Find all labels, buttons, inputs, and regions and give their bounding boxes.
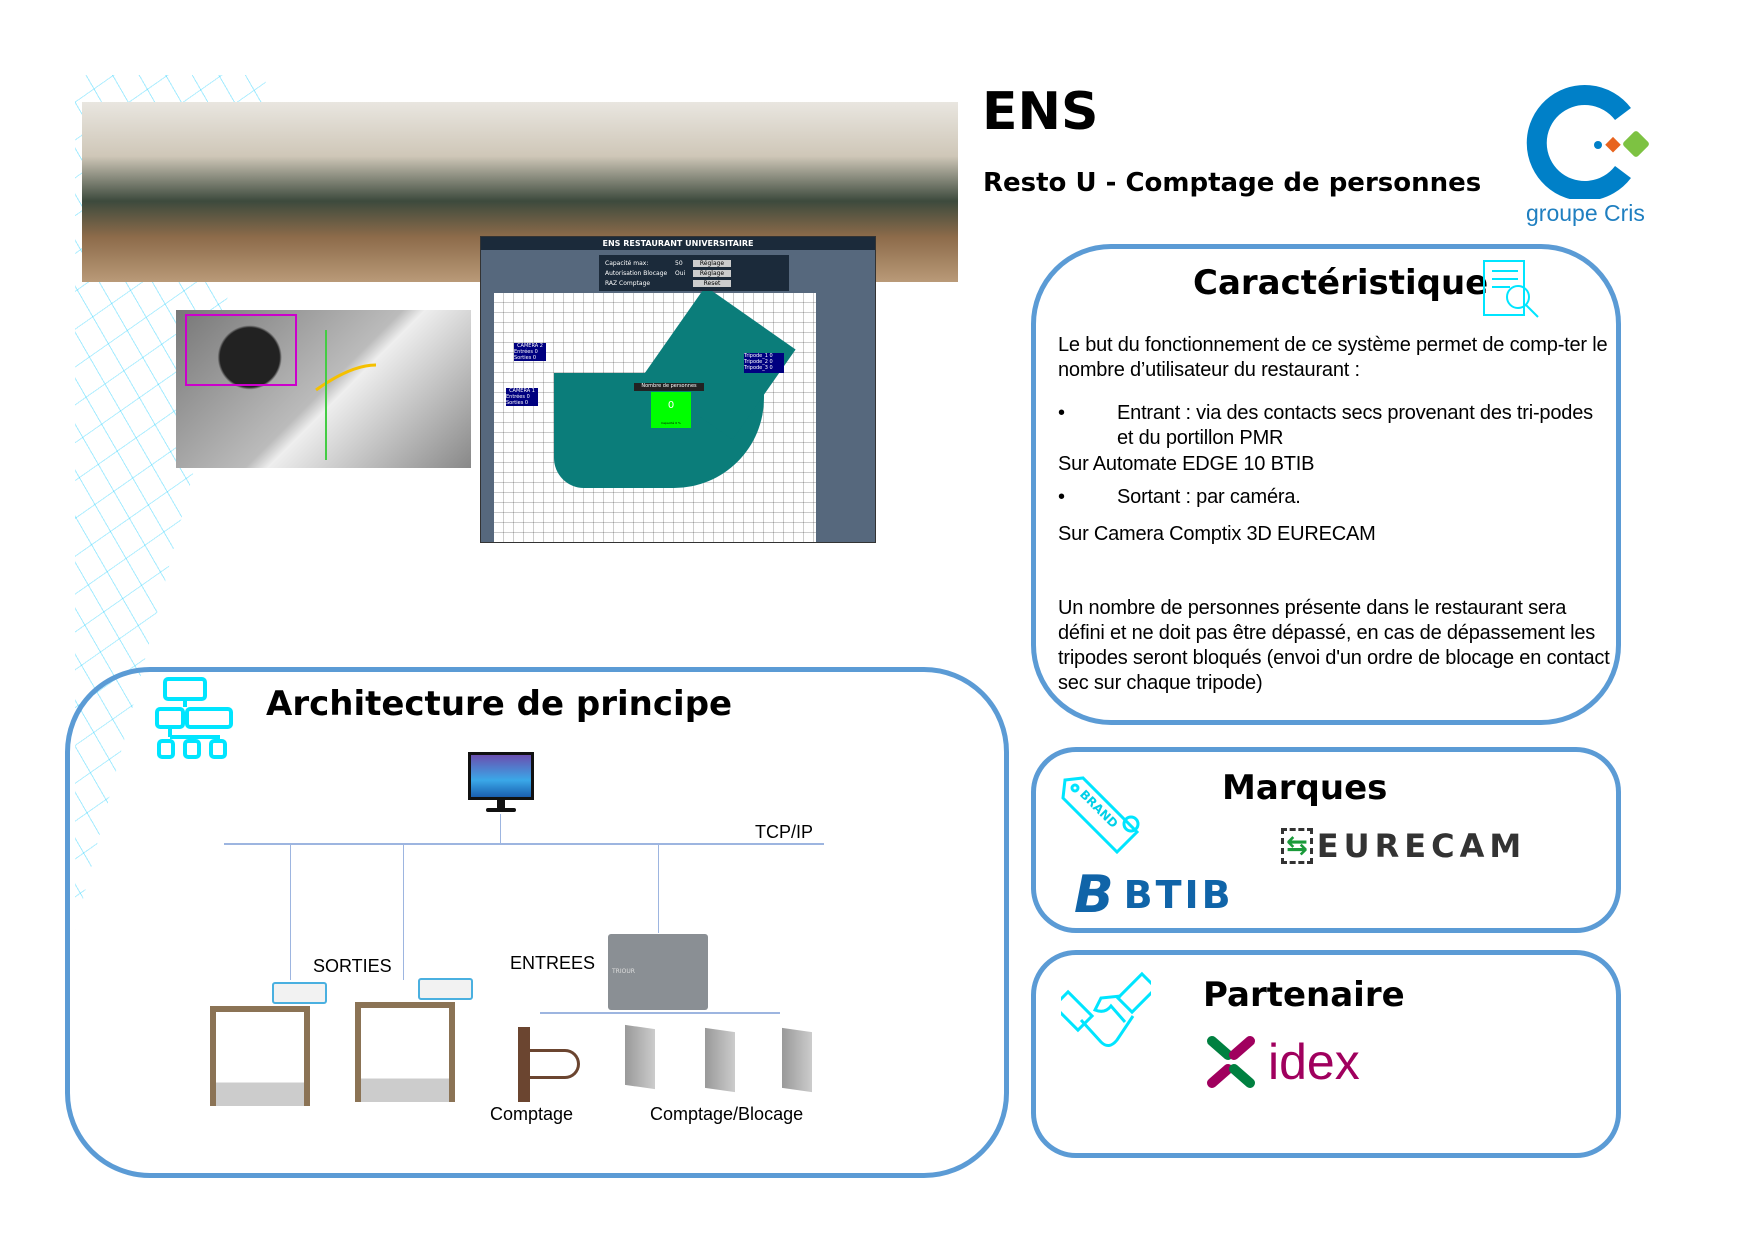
partenaire-panel: Partenaire idex [1031,950,1621,1158]
eurecam-logo: ⇆ EURECAM [1281,827,1526,865]
page-subtitle: Resto U - Comptage de personnes [983,168,1482,198]
tripod-turnstile-icon [625,1024,655,1090]
description-paragraph: Un nombre de personnes présente dans le … [1058,597,1610,694]
counting-camera-icon [418,978,473,1000]
eurecam-arrows-icon: ⇆ [1281,828,1313,864]
btib-logo: B BTIB [1074,865,1234,925]
sorties-label: SORTIES [313,956,392,976]
idex-logo: idex [1206,1035,1360,1089]
groupe-cris-logo: groupe Cris [1523,84,1663,234]
scada-screenshot: ENS RESTAURANT UNIVERSITAIRE Capacité ma… [480,236,876,543]
scada-title: ENS RESTAURANT UNIVERSITAIRE [481,237,875,250]
hierarchy-icon [155,677,235,759]
brand-tag-icon: BRAND [1061,774,1141,855]
scada-setting-button[interactable]: Réglage [693,259,731,267]
partenaire-title: Partenaire [1203,975,1405,1015]
camera-text: Sur Camera Comptix 3D EURECAM [1058,523,1376,545]
bullet-icon: • [1058,402,1065,424]
entrees-label: ENTREES [510,953,596,973]
tripod-turnstile-icon [782,1027,812,1093]
page-title: ENS [982,82,1099,142]
counting-camera-icon [272,982,327,1004]
tcp-ip-bus-line [224,843,824,845]
handshake-icon [1051,970,1159,1058]
btib-mark-icon: B [1074,865,1114,925]
pmr-gate-icon [518,1027,580,1102]
intro-text: Le but du fonctionnement de ce système p… [1058,334,1608,381]
scada-reset-button[interactable]: Reset [693,279,731,287]
controller-device: TRIOUR [608,934,708,1010]
architecture-title: Architecture de principe [266,684,733,724]
idex-mark-icon [1207,1036,1255,1088]
caracteristique-title: Caractéristique [1193,263,1489,303]
marques-title: Marques [1222,768,1388,808]
bullet-icon: • [1058,486,1065,508]
bullet-sortant: Sortant : par caméra. [1117,486,1301,508]
tripod-turnstile-icon [705,1027,735,1093]
logo-text: groupe Cris [1526,200,1645,226]
caracteristique-panel: Caractéristique Le but du fonctionnement… [1031,244,1621,725]
scada-setting-button[interactable]: Réglage [693,269,731,277]
marques-panel: BRAND Marques ⇆ EURECAM B BTIB [1031,747,1621,933]
exit-gate-icon [210,1006,310,1106]
camera-view-image [176,310,471,468]
document-search-icon [1480,259,1542,321]
bullet-entrant: Entrant : via des contacts secs provenan… [1117,402,1593,449]
comptage-blocage-label: Comptage/Blocage [650,1104,804,1124]
tcp-ip-label: TCP/IP [755,822,814,842]
exit-gate-icon [355,1002,455,1102]
automate-text: Sur Automate EDGE 10 BTIB [1058,453,1315,475]
architecture-panel: Architecture de principe TCP/IP SORTIES … [65,667,1009,1178]
comptage-label: Comptage [490,1104,574,1124]
monitor-icon [468,752,534,814]
